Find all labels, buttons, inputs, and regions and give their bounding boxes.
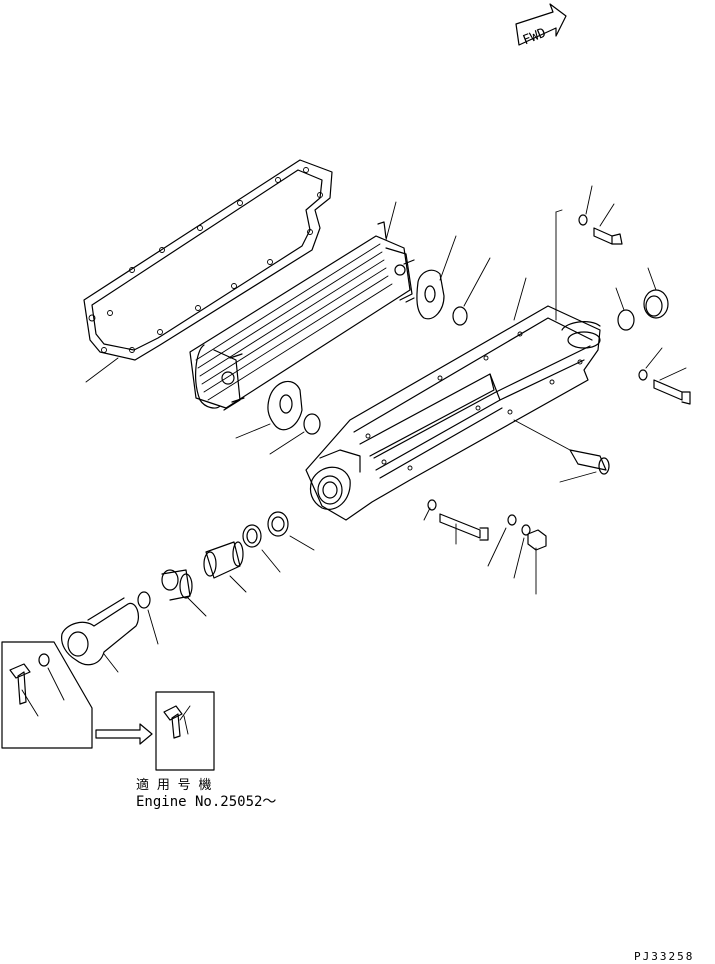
detail-box-left xyxy=(1,641,93,749)
detail-box-right xyxy=(155,691,215,771)
bolt-left xyxy=(9,663,39,717)
thermostat-sleeve xyxy=(203,541,247,593)
fwd-label: FWD xyxy=(521,26,549,49)
washer-left xyxy=(38,653,65,701)
drawing-code: PJ33258 xyxy=(634,950,694,963)
serial-label: Engine No.25052～ xyxy=(136,794,276,810)
o-ring-right xyxy=(615,287,635,331)
bolt-top-right xyxy=(593,203,623,245)
cooler-gasket xyxy=(83,159,333,383)
plug-right xyxy=(643,267,669,319)
cooler-housing xyxy=(305,209,601,521)
o-ring-lower xyxy=(269,413,321,455)
thermo-sensor xyxy=(513,419,610,483)
long-bolt-right xyxy=(653,367,691,405)
transition-arrow-icon xyxy=(95,723,153,745)
applicable-label: 適 用 号 機 xyxy=(136,777,211,793)
small-gasket-lower xyxy=(235,380,303,439)
gasket-ring xyxy=(242,524,281,573)
fwd-arrow-icon: FWD xyxy=(515,3,567,49)
o-ring-upper xyxy=(452,257,491,326)
oil-cooler-core xyxy=(189,201,415,411)
washer-top-right xyxy=(578,185,593,226)
washer-right xyxy=(638,347,663,381)
washer-front-left xyxy=(423,499,437,521)
long-bolt-front xyxy=(439,513,489,545)
spring-washer xyxy=(513,524,531,579)
thermostat xyxy=(161,569,207,617)
washer-front-mid xyxy=(487,514,517,567)
o-ring-thermostat xyxy=(137,591,159,645)
small-gasket-upper xyxy=(416,235,457,320)
bolt-right xyxy=(163,705,191,739)
seal-ring xyxy=(267,511,315,551)
thermostat-cover xyxy=(61,597,140,673)
nut-front xyxy=(527,529,547,595)
